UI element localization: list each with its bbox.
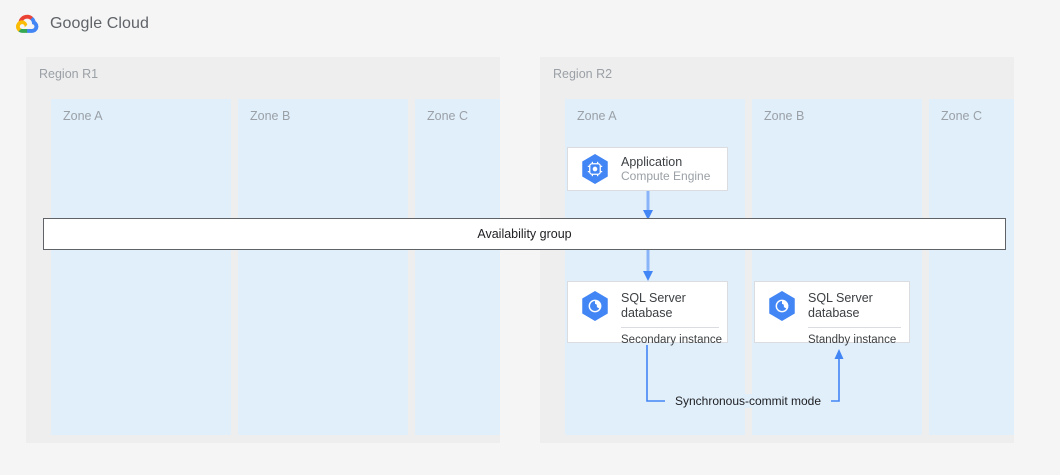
region-r2: Region R2 Zone A Zone B Zone C [540, 57, 1014, 443]
region-r1-zone-c-label: Zone C [427, 109, 468, 123]
region-r2-zone-a-label: Zone A [577, 109, 617, 123]
node-application-subtitle: Compute Engine [621, 169, 711, 183]
node-sql-server-secondary[interactable]: SQL Server database Secondary instance [567, 281, 728, 346]
availability-group-bar: Availability group [43, 218, 1006, 250]
region-r1-zone-b-label: Zone B [250, 109, 291, 123]
card-divider [621, 327, 719, 328]
region-r2-label: Region R2 [553, 67, 613, 81]
connector-app-to-availability-group [643, 190, 653, 220]
compute-engine-icon [582, 154, 608, 184]
availability-group-label: Availability group [477, 227, 572, 241]
region-r1-label: Region R1 [39, 67, 99, 81]
region-r1-zone-a: Zone A [51, 99, 231, 435]
synchronous-commit-mode-label: Synchronous-commit mode [665, 394, 831, 408]
node-sql-server-secondary-text: SQL Server database Secondary instance [621, 291, 727, 346]
region-r2-zone-b-label: Zone B [764, 109, 805, 123]
node-sql-server-standby-title: SQL Server database [808, 291, 873, 320]
region-r1-zone-b: Zone B [238, 99, 408, 435]
google-cloud-logo: Google Cloud [15, 11, 149, 37]
region-r2-zone-b: Zone B [752, 99, 922, 435]
node-application-compute-engine[interactable]: Application Compute Engine [567, 147, 728, 191]
region-r2-zone-c: Zone C [929, 99, 1014, 435]
node-sql-server-standby-text: SQL Server database Standby instance [808, 291, 909, 346]
connector-availability-group-to-secondary [643, 249, 653, 281]
region-r1-zone-c: Zone C [415, 99, 500, 435]
region-r1: Region R1 Zone A Zone B Zone C [26, 57, 500, 443]
sql-server-database-icon [582, 291, 608, 321]
region-r1-zone-a-label: Zone A [63, 109, 103, 123]
google-cloud-wordmark: Google Cloud [50, 14, 150, 32]
node-application-title: Application [621, 154, 683, 169]
app-header: Google Cloud [0, 0, 1060, 47]
google-cloud-logo-icon [15, 14, 39, 33]
node-sql-server-secondary-title: SQL Server database [621, 291, 686, 320]
node-application-text: Application Compute Engine [621, 155, 727, 184]
region-r2-zone-c-label: Zone C [941, 109, 982, 123]
node-sql-server-standby[interactable]: SQL Server database Standby instance [754, 281, 910, 346]
node-sql-server-secondary-instance: Secondary instance [621, 334, 723, 346]
node-sql-server-standby-instance: Standby instance [808, 334, 897, 346]
sql-server-database-icon [769, 291, 795, 321]
card-divider [808, 327, 901, 328]
